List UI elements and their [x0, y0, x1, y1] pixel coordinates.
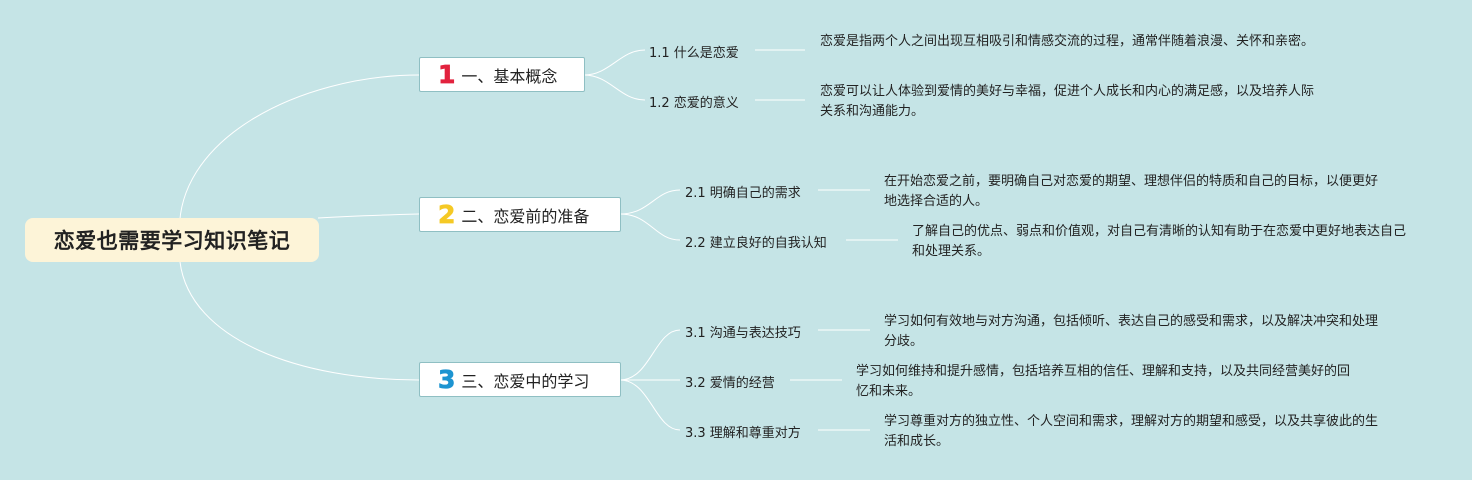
branch-label: 一、基本概念: [461, 66, 558, 86]
subtopic-desc-2-2: 了解自己的优点、弱点和价值观，对自己有清晰的认知有助于在恋爱中更好地表达自己和处…: [912, 224, 1407, 259]
branch-node-1[interactable]: 1 一、基本概念: [419, 57, 585, 92]
branch-label: 三、恋爱中的学习: [461, 371, 590, 391]
connector-b1-c1: [583, 49, 646, 76]
number-2-icon: 2: [438, 200, 456, 229]
number-3-icon: 3: [438, 365, 456, 394]
subtopic-3-3[interactable]: 3.3 理解和尊重对方: [685, 426, 801, 441]
subtopic-desc-3-2: 学习如何维持和提升感情，包括培养互相的信任、理解和支持，以及共同经营美好的回忆和…: [856, 364, 1351, 399]
subtopic-desc-1-1: 恋爱是指两个人之间出现互相吸引和情感交流的过程，通常伴随着浪漫、关怀和亲密。: [820, 34, 1315, 49]
connector-root-branch-1: [179, 74, 420, 241]
root-title: 恋爱也需要学习知识笔记: [53, 229, 291, 253]
subtopic-2-2[interactable]: 2.2 建立良好的自我认知: [685, 236, 827, 251]
root-node[interactable]: 恋爱也需要学习知识笔记: [25, 218, 319, 262]
connector-b1-c2: [583, 74, 646, 101]
branch-label: 二、恋爱前的准备: [461, 206, 590, 226]
subtopic-2-1[interactable]: 2.1 明确自己的需求: [685, 186, 801, 201]
connector-b2-c1: [619, 189, 681, 215]
connector-root-branch-2: [317, 213, 420, 219]
subtopic-desc-3-3: 学习尊重对方的独立性、个人空间和需求，理解对方的期望和感受，以及共享彼此的生活和…: [884, 414, 1379, 449]
branch-node-3[interactable]: 3 三、恋爱中的学习: [419, 362, 621, 397]
subtopic-desc-3-1: 学习如何有效地与对方沟通，包括倾听、表达自己的感受和需求，以及解决冲突和处理分歧…: [884, 314, 1379, 349]
number-1-icon: 1: [438, 60, 456, 89]
subtopic-desc-2-1: 在开始恋爱之前，要明确自己对恋爱的期望、理想伴侣的特质和自己的目标，以便更好地选…: [884, 174, 1379, 209]
subtopic-desc-1-2: 恋爱可以让人体验到爱情的美好与幸福，促进个人成长和内心的满足感，以及培养人际关系…: [820, 84, 1315, 119]
subtopic-3-2[interactable]: 3.2 爱情的经营: [685, 376, 775, 391]
connector-root-branch-3: [179, 261, 420, 381]
branch-node-2[interactable]: 2 二、恋爱前的准备: [419, 197, 621, 232]
subtopic-1-1[interactable]: 1.1 什么是恋爱: [649, 46, 739, 61]
connector-b2-c2: [619, 213, 681, 241]
subtopic-1-2[interactable]: 1.2 恋爱的意义: [649, 96, 739, 111]
connector-b3-c3: [619, 379, 681, 431]
subtopic-3-1[interactable]: 3.1 沟通与表达技巧: [685, 326, 801, 341]
connector-b3-c1: [619, 329, 681, 381]
